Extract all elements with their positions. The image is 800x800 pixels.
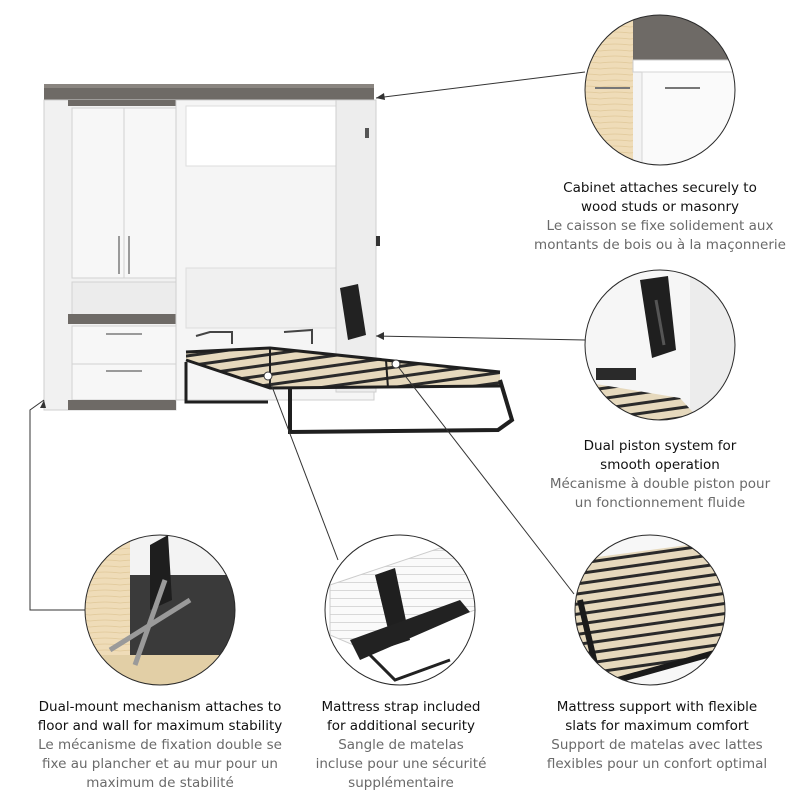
- caption-title-line: floor and wall for maximum stability: [37, 718, 283, 734]
- caption-subtitle-line: Mécanisme à double piston pour: [549, 476, 771, 492]
- caption-subtitle-line: fixe au plancher et au mur pour un: [42, 756, 278, 772]
- callout-lines: [29, 71, 586, 611]
- detail-cabinet-anchor: [584, 14, 736, 166]
- caption-title-line: Mattress strap included: [321, 699, 481, 715]
- caption-title-line: slats for maximum comfort: [565, 718, 749, 734]
- caption-title-line: Dual-mount mechanism attaches to: [38, 699, 282, 715]
- caption-title-line: Mattress support with flexible: [556, 699, 758, 715]
- detail-mattress-strap: [324, 534, 476, 686]
- caption-subtitle-line: incluse pour une sécurité: [315, 756, 487, 772]
- caption-subtitle-line: Le caisson se fixe solidement aux: [546, 218, 774, 234]
- drawer-handle: [106, 333, 142, 335]
- caption-subtitle-line: Sangle de matelas: [338, 737, 464, 753]
- caption-flexible-slats: Mattress support with flexible slats for…: [522, 698, 792, 774]
- piston-mechanism: [340, 284, 366, 340]
- caption-title-line: wood studs or masonry: [580, 199, 740, 215]
- detail-piston: [584, 269, 736, 421]
- caption-subtitle-line: Support de matelas avec lattes: [551, 737, 763, 753]
- storage-tower: [43, 99, 177, 411]
- caption-piston: Dual piston system for smooth operation …: [520, 437, 800, 513]
- caption-dual-mount: Dual-mount mechanism attaches to floor a…: [10, 698, 310, 793]
- caption-title-line: for additional security: [326, 718, 476, 734]
- caption-subtitle-line: montants de bois ou à la maçonnerie: [534, 237, 786, 253]
- caption-title-line: Dual piston system for: [583, 438, 737, 454]
- caption-subtitle-line: supplémentaire: [348, 775, 454, 791]
- drawer-handle: [106, 370, 142, 372]
- caption-subtitle-line: Le mécanisme de fixation double se: [38, 737, 282, 753]
- caption-subtitle-line: maximum de stabilité: [86, 775, 234, 791]
- door-handle: [118, 236, 120, 274]
- caption-title-line: smooth operation: [600, 457, 720, 473]
- caption-subtitle-line: flexibles pour un confort optimal: [546, 756, 768, 772]
- door-handle: [128, 236, 130, 274]
- caption-title-line: Cabinet attaches securely to: [563, 180, 757, 196]
- caption-mattress-strap: Mattress strap included for additional s…: [296, 698, 506, 793]
- main-product-illustration: [43, 84, 515, 435]
- detail-flexible-slats: [574, 534, 726, 686]
- caption-cabinet-anchor: Cabinet attaches securely to wood studs …: [520, 179, 800, 255]
- detail-dual-mount: [84, 534, 236, 686]
- caption-subtitle-line: un fonctionnement fluide: [574, 495, 746, 511]
